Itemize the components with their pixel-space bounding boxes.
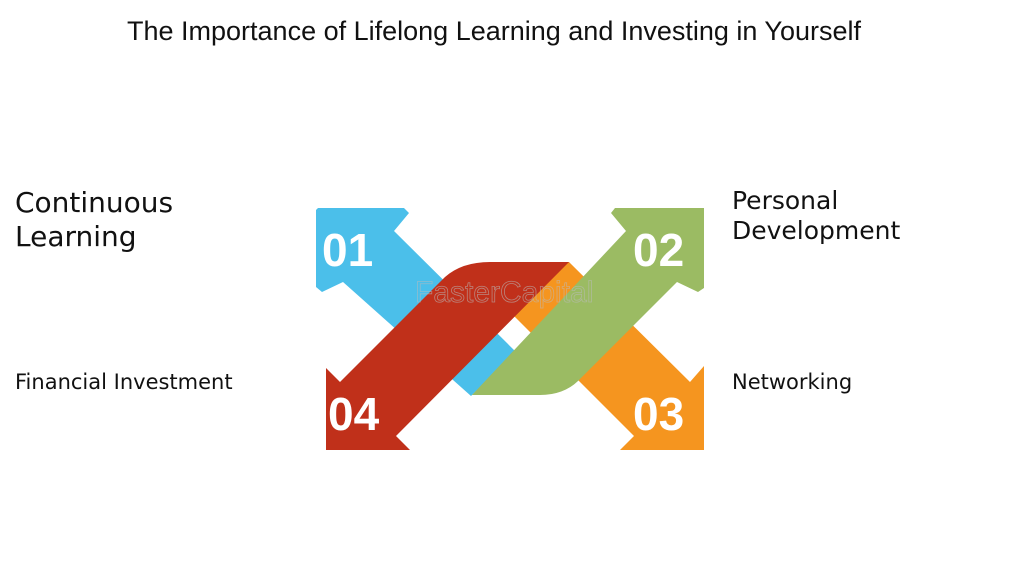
watermark: FasterCapital xyxy=(415,276,593,309)
number-04: 04 xyxy=(328,388,380,440)
label-continuous-learning: Continuous Learning xyxy=(15,186,174,253)
label-personal-development: Personal Development xyxy=(732,186,901,245)
label-financial-investment: Financial Investment xyxy=(15,370,233,394)
number-02: 02 xyxy=(633,224,684,276)
number-03: 03 xyxy=(633,388,684,440)
arrow-04-red xyxy=(326,262,569,450)
label-networking: Networking xyxy=(732,370,853,394)
slide-title: The Importance of Lifelong Learning and … xyxy=(127,16,861,46)
number-01: 01 xyxy=(322,224,373,276)
arrow-02-green xyxy=(472,208,704,395)
